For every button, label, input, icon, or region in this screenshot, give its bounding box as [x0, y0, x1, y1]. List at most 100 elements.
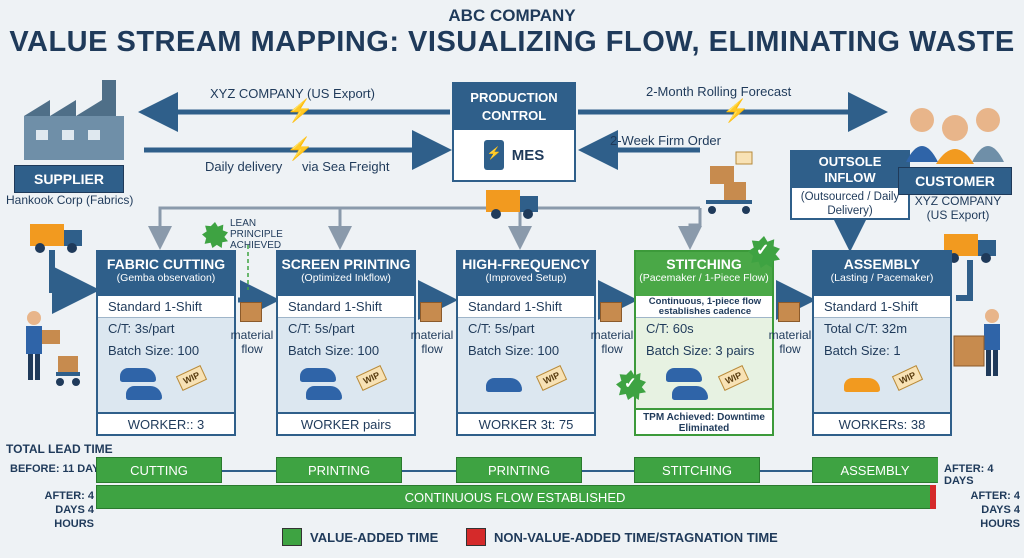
timeline-segment-assembly: ASSEMBLY [812, 457, 938, 483]
daily-delivery-text: Daily delivery [205, 159, 283, 174]
process-high-frequency: HIGH-FREQUENCY(Improved Setup) Standard … [456, 250, 596, 436]
wip-box-icon [240, 302, 262, 322]
timeline-segment-cutting: CUTTING [96, 457, 222, 483]
outsole-title: OUTSOLE INFLOW [792, 152, 908, 188]
check-icon: ✓ [756, 242, 770, 259]
process-batch: Batch Size: 100 [288, 343, 380, 358]
process-title: ASSEMBLY [843, 256, 921, 272]
forecast-text: 2-Month Rolling Forecast [646, 84, 792, 99]
process-title: STITCHING [666, 256, 742, 272]
timeline-segment-stitching: STITCHING [634, 457, 760, 483]
customer-label: CUSTOMER [898, 167, 1012, 195]
continuous-flow-bar: CONTINUOUS FLOW ESTABLISHED [96, 485, 934, 509]
wip-tag: WIP [535, 365, 568, 391]
process-shift: Standard 1-Shift [98, 296, 234, 318]
production-control-box: PRODUCTION CONTROL MES [452, 82, 576, 182]
legend-non-value-added-label: NON-VALUE-ADDED TIME/STAGNATION TIME [494, 529, 778, 545]
wip-box-icon [600, 302, 622, 322]
truck-icon [944, 234, 996, 263]
process-ct: Total C/T: 32m [824, 321, 908, 336]
wip-tag: WIP [355, 365, 388, 391]
material-flow-label: material flow [230, 328, 274, 356]
lean-principle-text: LEAN PRINCIPLE ACHIEVED [230, 218, 283, 251]
supplier-name: Hankook Corp (Fabrics) [6, 193, 134, 207]
worker-with-box-icon [953, 309, 1000, 376]
shoes-image: WIP [814, 362, 950, 412]
wip-box-icon [778, 302, 800, 322]
process-title: FABRIC CUTTING [106, 256, 226, 272]
legend-value-added: VALUE-ADDED TIME [282, 528, 438, 546]
process-batch: Batch Size: 100 [468, 343, 560, 358]
process-ct: C/T: 5s/part [468, 321, 535, 336]
info-to-supplier-text: XYZ COMPANY (US Export) [210, 86, 375, 101]
process-worker: TPM Achieved: Downtime Eliminated [636, 408, 772, 434]
factory-icon [24, 80, 124, 160]
legend-swatch [466, 528, 486, 546]
mes-label: MES [511, 146, 545, 164]
process-ct: C/T: 5s/part [288, 321, 355, 336]
process-worker: WORKER:: 3 [98, 412, 234, 434]
process-sub: (Optimized Inkflow) [301, 272, 391, 284]
check-icon: ✓ [624, 375, 637, 392]
wip-box-icon [420, 302, 442, 322]
stagnation-marker [930, 485, 936, 509]
shoes-image: WIP [278, 362, 414, 412]
shoes-image: WIP [98, 362, 234, 412]
outsole-sub: (Outsourced / Daily Delivery) [800, 191, 900, 217]
lightning-icon: ⚡ [286, 98, 314, 123]
material-flow-label: material flow [410, 328, 454, 356]
process-batch: Batch Size: 1 [824, 343, 901, 358]
production-control-title: PRODUCTION CONTROL [454, 84, 574, 130]
timeline-title: TOTAL LEAD TIME [6, 442, 113, 456]
wip-tag: WIP [717, 365, 750, 391]
legend-non-value-added: NON-VALUE-ADDED TIME/STAGNATION TIME [466, 528, 778, 546]
timeline-segment-printing-2: PRINTING [456, 457, 582, 483]
process-shift: Standard 1-Shift [458, 296, 594, 318]
timeline-segment-printing: PRINTING [276, 457, 402, 483]
process-shift: Standard 1-Shift [278, 296, 414, 318]
process-stitching: STITCHING(Pacemaker / 1-Piece Flow) Cont… [634, 250, 774, 436]
process-worker: WORKERs: 38 [814, 412, 950, 434]
after-label-right-bottom: AFTER: 4 DAYS 4 HOURS [970, 490, 1021, 530]
before-label: BEFORE: 11 DAYS [10, 463, 107, 475]
process-batch: Batch Size: 100 [108, 343, 200, 358]
process-worker: WORKER 3t: 75 [458, 412, 594, 434]
wip-tag: WIP [891, 365, 924, 391]
process-batch: Batch Size: 3 pairs [646, 343, 755, 358]
customer-people-icon [906, 108, 1004, 164]
phone-icon [483, 140, 504, 170]
material-flow-label: material flow [590, 328, 634, 356]
page-title: VALUE STREAM MAPPING: VISUALIZING FLOW, … [9, 26, 1015, 58]
lightning-icon: ⚡ [286, 136, 314, 161]
supplier-label: SUPPLIER [14, 165, 124, 193]
shoes-image: WIP [636, 362, 772, 412]
worker-with-cart-icon [26, 311, 80, 386]
outsole-inflow-box: OUTSOLE INFLOW (Outsourced / Daily Deliv… [790, 150, 910, 220]
legend-value-added-label: VALUE-ADDED TIME [310, 529, 439, 545]
process-screen-printing: SCREEN PRINTING(Optimized Inkflow) Stand… [276, 250, 416, 436]
firm-order-text: 2-Week Firm Order [610, 133, 721, 148]
process-worker: WORKER pairs [278, 412, 414, 434]
legend-swatch [282, 528, 302, 546]
company-name: ABC COMPANY [448, 6, 576, 25]
after-label-right-top: AFTER: 4 DAYS [944, 463, 994, 487]
boxes-cart-icon [706, 151, 753, 214]
process-sub: (Gemba observation) [116, 272, 216, 284]
after-label-left: AFTER: 4 DAYS 4 HOURS [44, 490, 95, 530]
process-ct: C/T: 3s/part [108, 321, 175, 336]
process-assembly: ASSEMBLY(Lasting / Pacemaker) Standard 1… [812, 250, 952, 436]
truck-icon [486, 190, 538, 219]
shoes-image: WIP [458, 362, 594, 412]
process-ct: C/T: 60s [646, 321, 694, 336]
process-title: SCREEN PRINTING [281, 256, 411, 272]
process-sub: (Improved Setup) [485, 272, 567, 284]
process-shift: Standard 1-Shift [814, 296, 950, 318]
truck-icon [30, 224, 82, 253]
wip-tag: WIP [175, 365, 208, 391]
process-fabric-cutting: FABRIC CUTTING(Gemba observation) Standa… [96, 250, 236, 436]
sea-freight-text: via Sea Freight [302, 159, 390, 174]
process-sub: (Lasting / Pacemaker) [830, 272, 934, 284]
material-flow-label: material flow [768, 328, 812, 356]
customer-name: XYZ COMPANY (US Export) [914, 194, 1002, 222]
process-sub: (Pacemaker / 1-Piece Flow) [639, 272, 769, 284]
